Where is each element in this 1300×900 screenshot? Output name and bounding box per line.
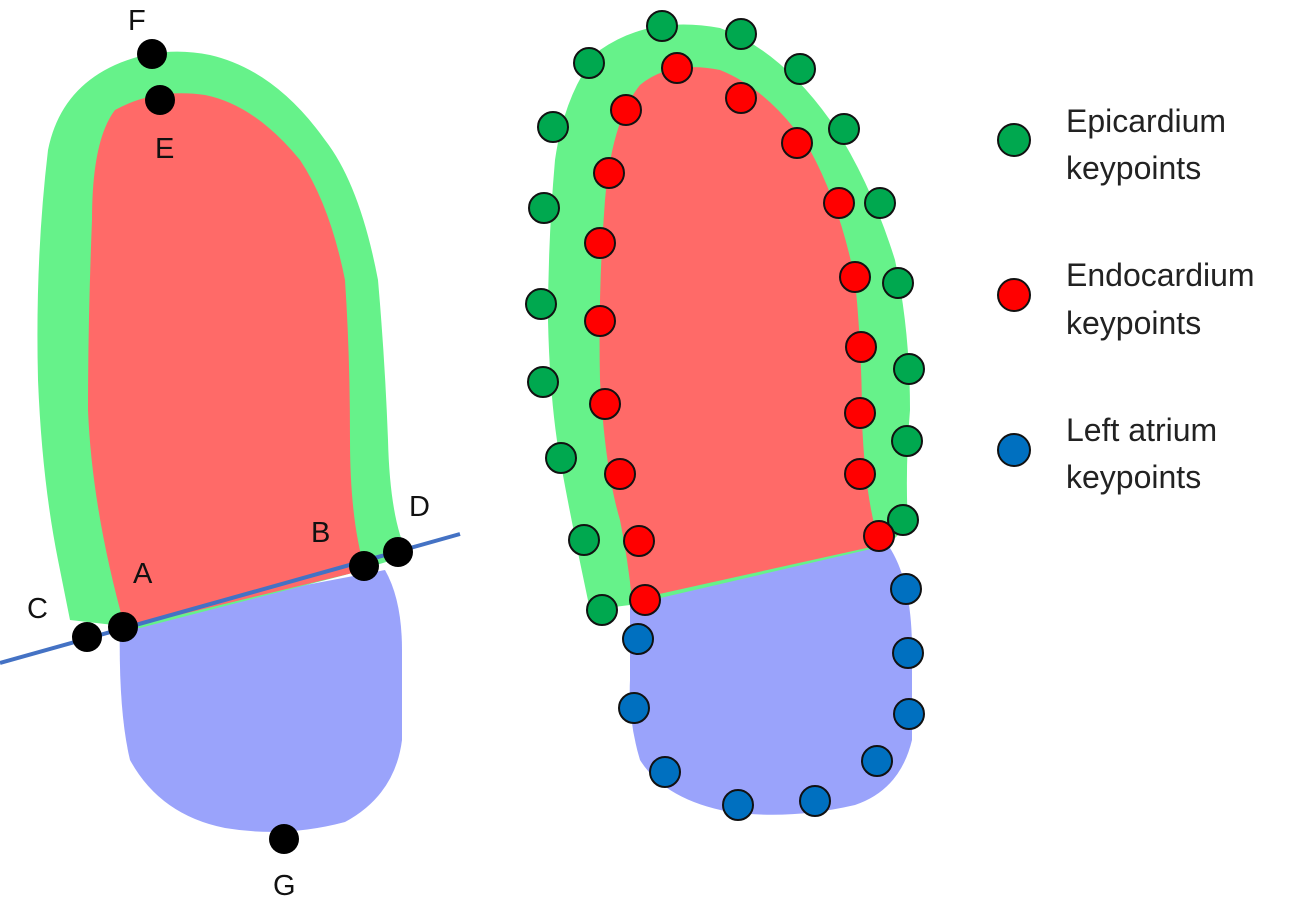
legend-endocardium-line2: keypoints	[1066, 305, 1201, 341]
legend-item-atrium: Left atrium keypoints	[997, 412, 1217, 495]
landmark-label-a: A	[133, 558, 153, 590]
endocardium-keypoint	[661, 52, 693, 84]
landmark-point-f	[137, 39, 167, 69]
endocardium-keypoint	[839, 261, 871, 293]
landmark-point-c	[72, 622, 102, 652]
epicardium-keypoint	[527, 366, 559, 398]
left-panel: A B C D E F G	[0, 5, 461, 900]
atrium-keypoint	[893, 698, 925, 730]
landmark-label-f: F	[128, 5, 146, 37]
endocardium-keypoint	[863, 520, 895, 552]
atrium-keypoint	[890, 573, 922, 605]
legend-item-epicardium: Epicardium keypoints	[997, 103, 1226, 186]
endocardium-keypoint	[725, 82, 757, 114]
endocardium-keypoint	[610, 94, 642, 126]
epicardium-keypoint	[573, 47, 605, 79]
epicardium-keypoint	[864, 187, 896, 219]
endocardium-keypoint	[589, 388, 621, 420]
atrium-keypoints	[618, 573, 925, 821]
endocardium-keypoint	[844, 458, 876, 490]
endocardium-keypoint	[844, 397, 876, 429]
legend: Epicardium keypoints Endocardium keypoin…	[997, 103, 1255, 495]
epicardium-keypoint	[545, 442, 577, 474]
epicardium-keypoint	[586, 594, 618, 626]
landmark-point-d	[383, 537, 413, 567]
epicardium-keypoint	[887, 504, 919, 536]
landmark-labels: A B C D E F G	[27, 5, 430, 900]
red-dot-icon	[997, 278, 1031, 312]
endocardium-keypoint	[584, 227, 616, 259]
epicardium-keypoint	[725, 18, 757, 50]
endocardium-keypoint	[629, 584, 661, 616]
endocardium-keypoint	[604, 458, 636, 490]
atrium-keypoint	[799, 785, 831, 817]
endocardium-keypoints	[584, 52, 895, 616]
left-atrium-region-right	[629, 545, 912, 815]
atrium-keypoint	[861, 745, 893, 777]
atrium-keypoint	[618, 692, 650, 724]
epicardium-keypoint	[528, 192, 560, 224]
landmark-label-e: E	[155, 133, 174, 165]
legend-epicardium-line1: Epicardium	[1066, 103, 1226, 139]
landmark-point-e	[145, 85, 175, 115]
atrium-keypoint	[722, 789, 754, 821]
epicardium-keypoint	[784, 53, 816, 85]
legend-atrium-line2: keypoints	[1066, 459, 1201, 495]
epicardium-keypoint	[568, 524, 600, 556]
epicardium-keypoint	[893, 353, 925, 385]
endocardium-keypoint	[584, 305, 616, 337]
atrium-keypoint	[892, 637, 924, 669]
green-dot-icon	[997, 123, 1031, 157]
legend-atrium-line1: Left atrium	[1066, 412, 1217, 448]
landmark-points	[72, 39, 413, 854]
epicardium-keypoint	[537, 111, 569, 143]
epicardium-keypoint	[646, 10, 678, 42]
epicardium-keypoint	[891, 425, 923, 457]
landmark-point-b	[349, 551, 379, 581]
atrium-keypoint	[622, 623, 654, 655]
endocardium-keypoint	[845, 331, 877, 363]
epicardium-keypoint	[525, 288, 557, 320]
endocardium-keypoint	[623, 525, 655, 557]
landmark-label-b: B	[311, 517, 330, 549]
landmark-label-c: C	[27, 593, 48, 625]
landmark-point-a	[108, 612, 138, 642]
legend-epicardium-line2: keypoints	[1066, 150, 1201, 186]
left-atrium-region	[119, 570, 402, 832]
blue-dot-icon	[997, 433, 1031, 467]
legend-endocardium-line1: Endocardium	[1066, 257, 1255, 293]
epicardium-keypoints	[525, 10, 925, 626]
endocardium-keypoint	[593, 157, 625, 189]
endocardium-region-right	[599, 67, 880, 600]
epicardium-keypoint	[828, 113, 860, 145]
epicardium-keypoint	[882, 267, 914, 299]
landmark-label-g: G	[273, 870, 296, 900]
endocardium-keypoint	[823, 187, 855, 219]
endocardium-keypoint	[781, 127, 813, 159]
right-panel	[525, 10, 925, 821]
atrium-keypoint	[649, 756, 681, 788]
landmark-label-d: D	[409, 491, 430, 523]
endocardium-region	[88, 93, 365, 628]
landmark-point-g	[269, 824, 299, 854]
legend-item-endocardium: Endocardium keypoints	[997, 257, 1255, 341]
